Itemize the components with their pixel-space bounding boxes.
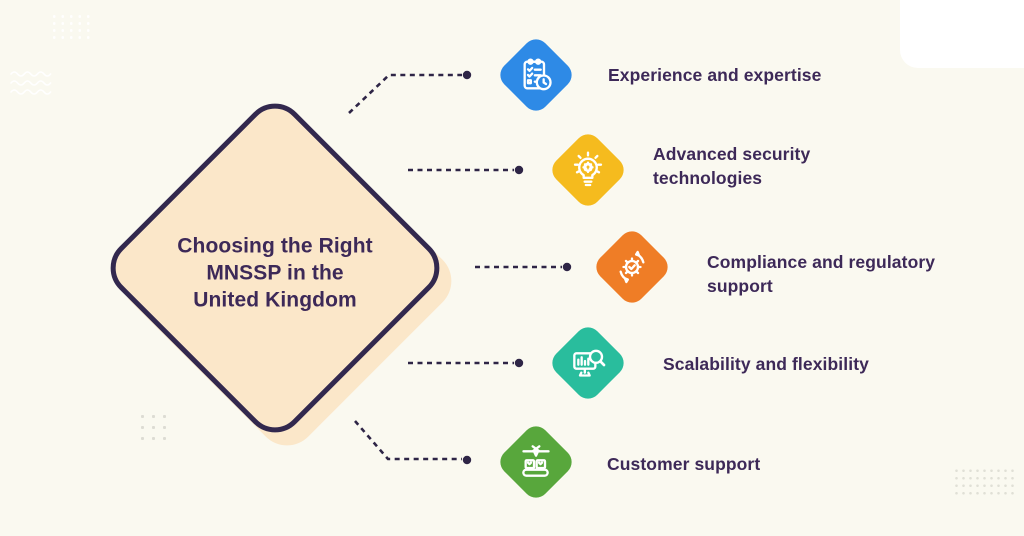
connector-dot-1: [462, 70, 472, 80]
feature-diamond: [494, 420, 578, 504]
dots-pattern-bottom-right: [953, 467, 1016, 497]
white-corner-block: [900, 0, 1024, 68]
feature-diamond: [546, 321, 630, 405]
dots-pattern-bottom-left: [137, 411, 170, 444]
waves-pattern-icon: [10, 71, 52, 95]
connector-1: [348, 73, 462, 114]
feature-label: Compliance and regulatory support: [707, 252, 936, 296]
connector-dot-5: [462, 455, 472, 465]
crane-boxes-icon: [522, 445, 550, 477]
feature-label: Customer support: [607, 454, 761, 474]
connector-5: [354, 420, 462, 461]
feature-diamond: [546, 128, 630, 212]
checklist-clock-icon: [523, 58, 552, 91]
connector-dot-3: [562, 262, 572, 272]
feature-diamond: [590, 225, 674, 309]
gear-sync-icon: [619, 250, 645, 284]
title-line-2: MNSSP in the: [206, 261, 344, 285]
feature-label: Experience and expertise: [608, 65, 822, 85]
feature-label: Scalability and flexibility: [663, 354, 869, 374]
feature-diamond: [494, 33, 578, 117]
page-title: Choosing the Right MNSSP in the United K…: [142, 233, 408, 314]
monitor-search-icon: [573, 349, 606, 377]
title-line-1: Choosing the Right: [177, 234, 373, 258]
connector-dot-4: [514, 358, 524, 368]
bulb-gear-icon: [573, 151, 603, 187]
feature-label: Advanced security technologies: [653, 144, 811, 188]
title-line-3: United Kingdom: [193, 288, 357, 312]
connector-dot-2: [514, 165, 524, 175]
dots-pattern-top-left: [50, 13, 92, 41]
